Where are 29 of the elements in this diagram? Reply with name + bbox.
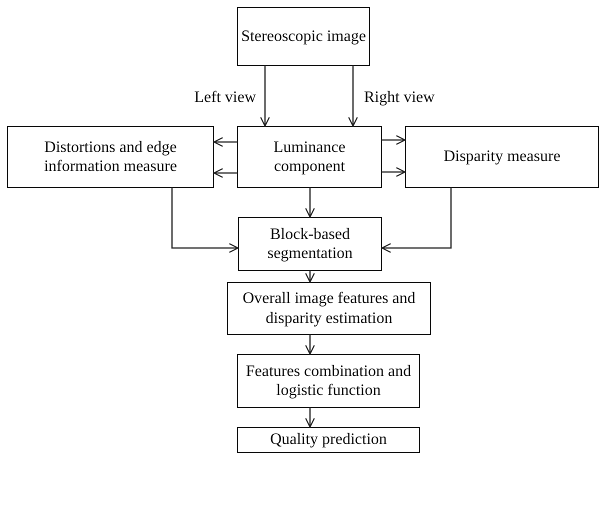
process-box bbox=[238, 217, 382, 271]
box-text: Quality prediction bbox=[270, 430, 387, 450]
process-box bbox=[237, 7, 370, 66]
arrow bbox=[213, 136, 237, 148]
box-text: Distortions and edge information measure bbox=[43, 138, 178, 176]
process-box bbox=[7, 126, 214, 188]
arrow bbox=[348, 66, 358, 127]
arrow bbox=[382, 166, 406, 178]
arrow bbox=[304, 408, 316, 428]
process-box bbox=[237, 354, 420, 408]
arrow bbox=[171, 188, 239, 254]
box-text: Features combination and logistic function bbox=[244, 362, 412, 400]
edge-label: Right view bbox=[362, 89, 437, 107]
box-text: Block-based segmentation bbox=[266, 224, 354, 264]
process-box bbox=[227, 282, 431, 335]
arrow bbox=[381, 188, 452, 254]
arrow bbox=[304, 335, 316, 355]
arrow bbox=[213, 168, 237, 178]
process-box bbox=[237, 427, 420, 453]
box-text: Stereoscopic image bbox=[241, 26, 366, 46]
arrow bbox=[382, 134, 406, 146]
box-text: Overall image features and disparity estimation bbox=[242, 289, 416, 328]
arrow bbox=[304, 188, 316, 218]
process-box bbox=[405, 126, 599, 188]
box-text: Luminance component bbox=[272, 138, 346, 176]
box-text: Disparity measure bbox=[444, 147, 560, 167]
arrow bbox=[260, 66, 270, 127]
process-box bbox=[237, 126, 382, 188]
arrow bbox=[304, 271, 316, 283]
